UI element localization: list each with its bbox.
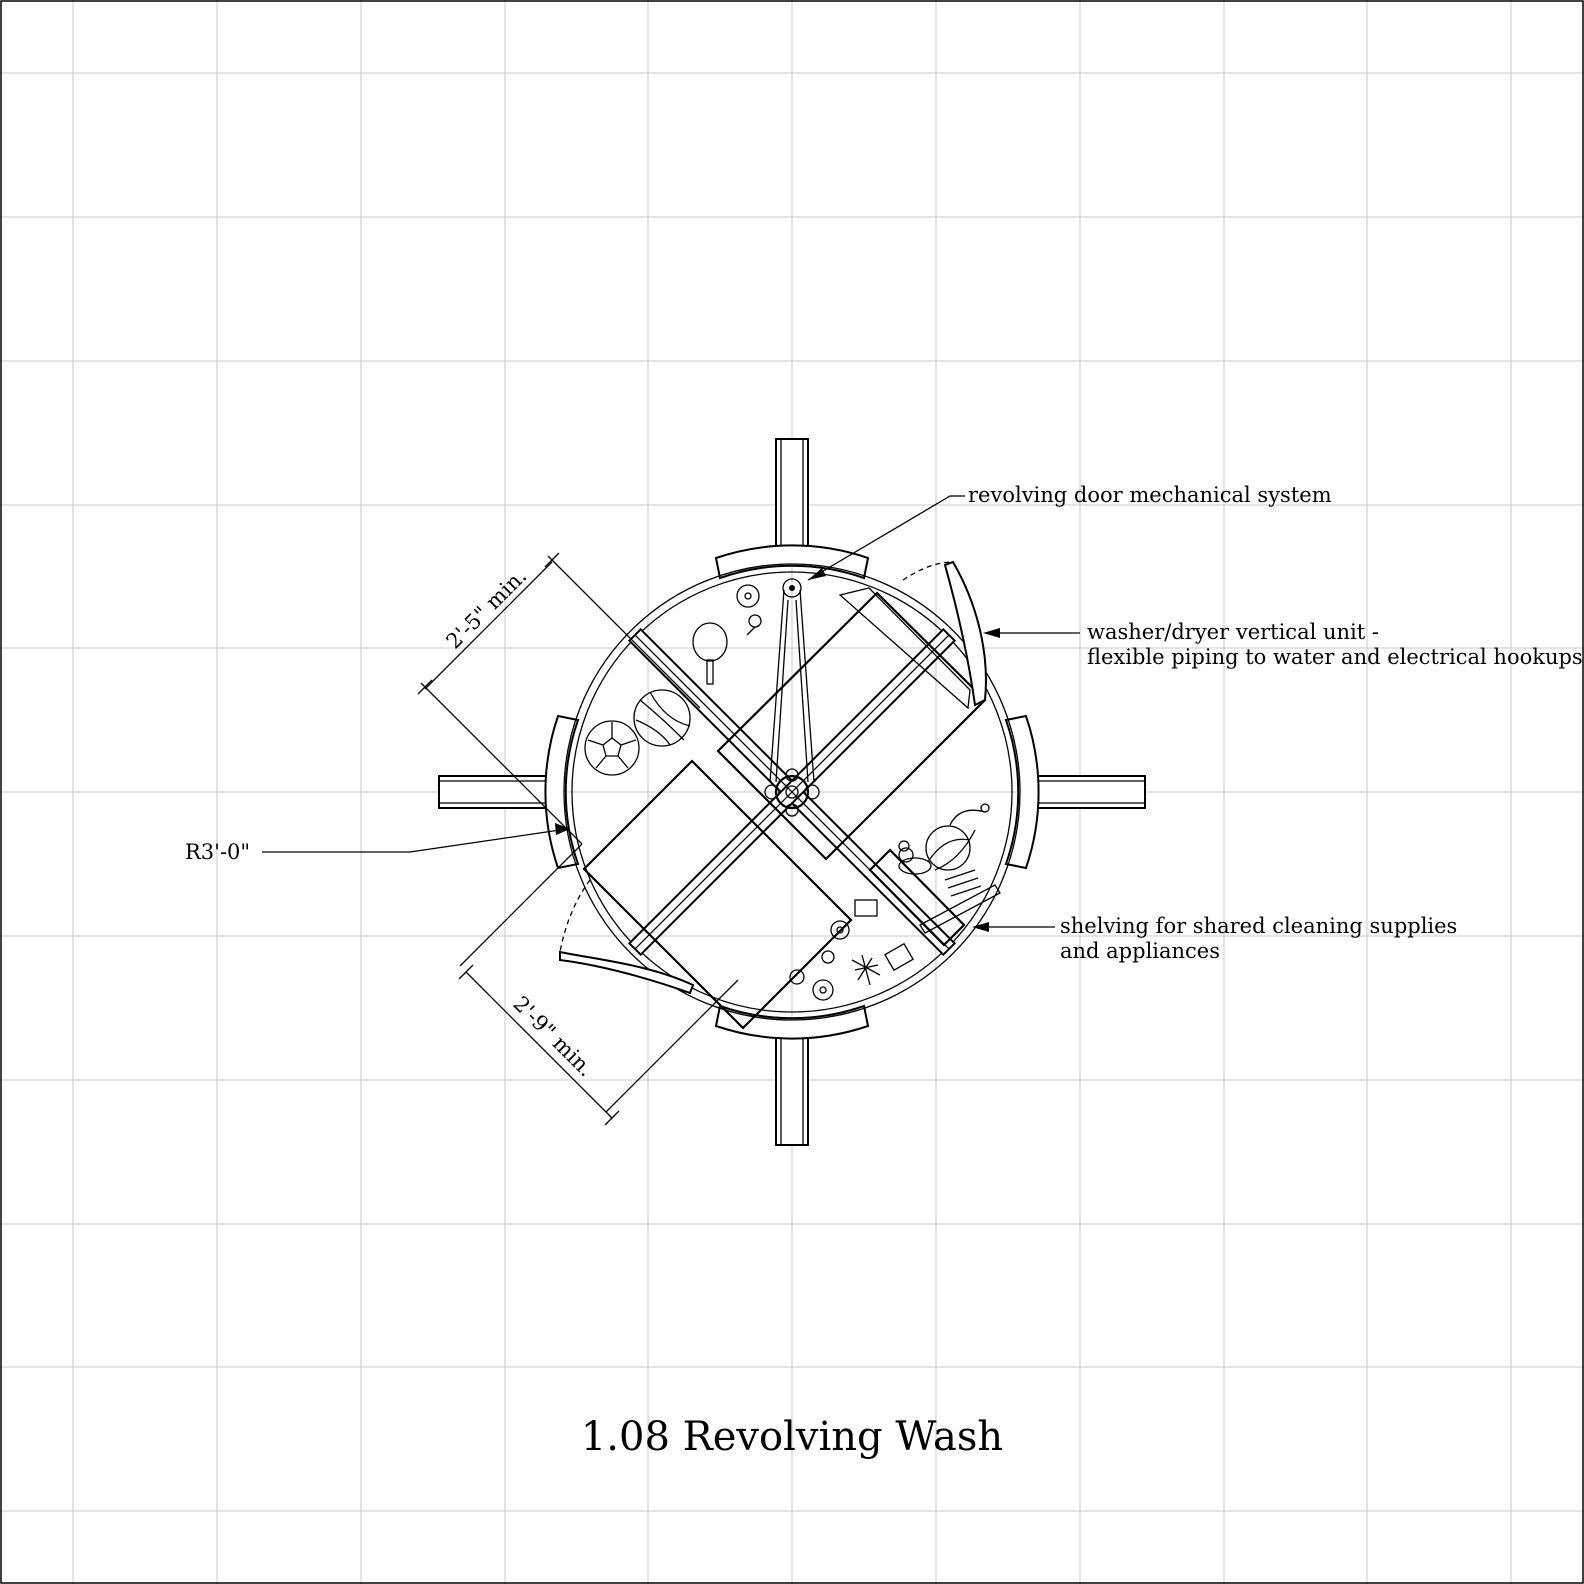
label-washer-line2: flexible piping to water and electrical … (1087, 645, 1583, 669)
shelf-leaf (559, 879, 695, 995)
curved-jambs (544, 544, 1040, 1040)
leader-lines (262, 495, 1080, 932)
revolving-cylinder (563, 563, 1021, 1021)
partition-walls (438, 438, 1146, 1146)
door-panels (582, 587, 987, 1030)
label-radius: R3'-0" (185, 840, 250, 864)
washer-dryer-unit (902, 560, 987, 707)
label-washer-line1: washer/dryer vertical unit - (1087, 620, 1379, 644)
label-shelving-line1: shelving for shared cleaning supplies (1060, 914, 1457, 938)
label-shelving-line2: and appliances (1060, 939, 1220, 963)
dimension-lower (458, 843, 739, 1126)
cleaning-supplies (789, 803, 1001, 1001)
mechanical-system (764, 578, 820, 817)
storage-items-upper (584, 584, 762, 776)
label-mechanical-system: revolving door mechanical system (968, 483, 1332, 507)
dimension-upper (417, 552, 701, 845)
drawing-title: 1.08 Revolving Wash (581, 1414, 1003, 1460)
